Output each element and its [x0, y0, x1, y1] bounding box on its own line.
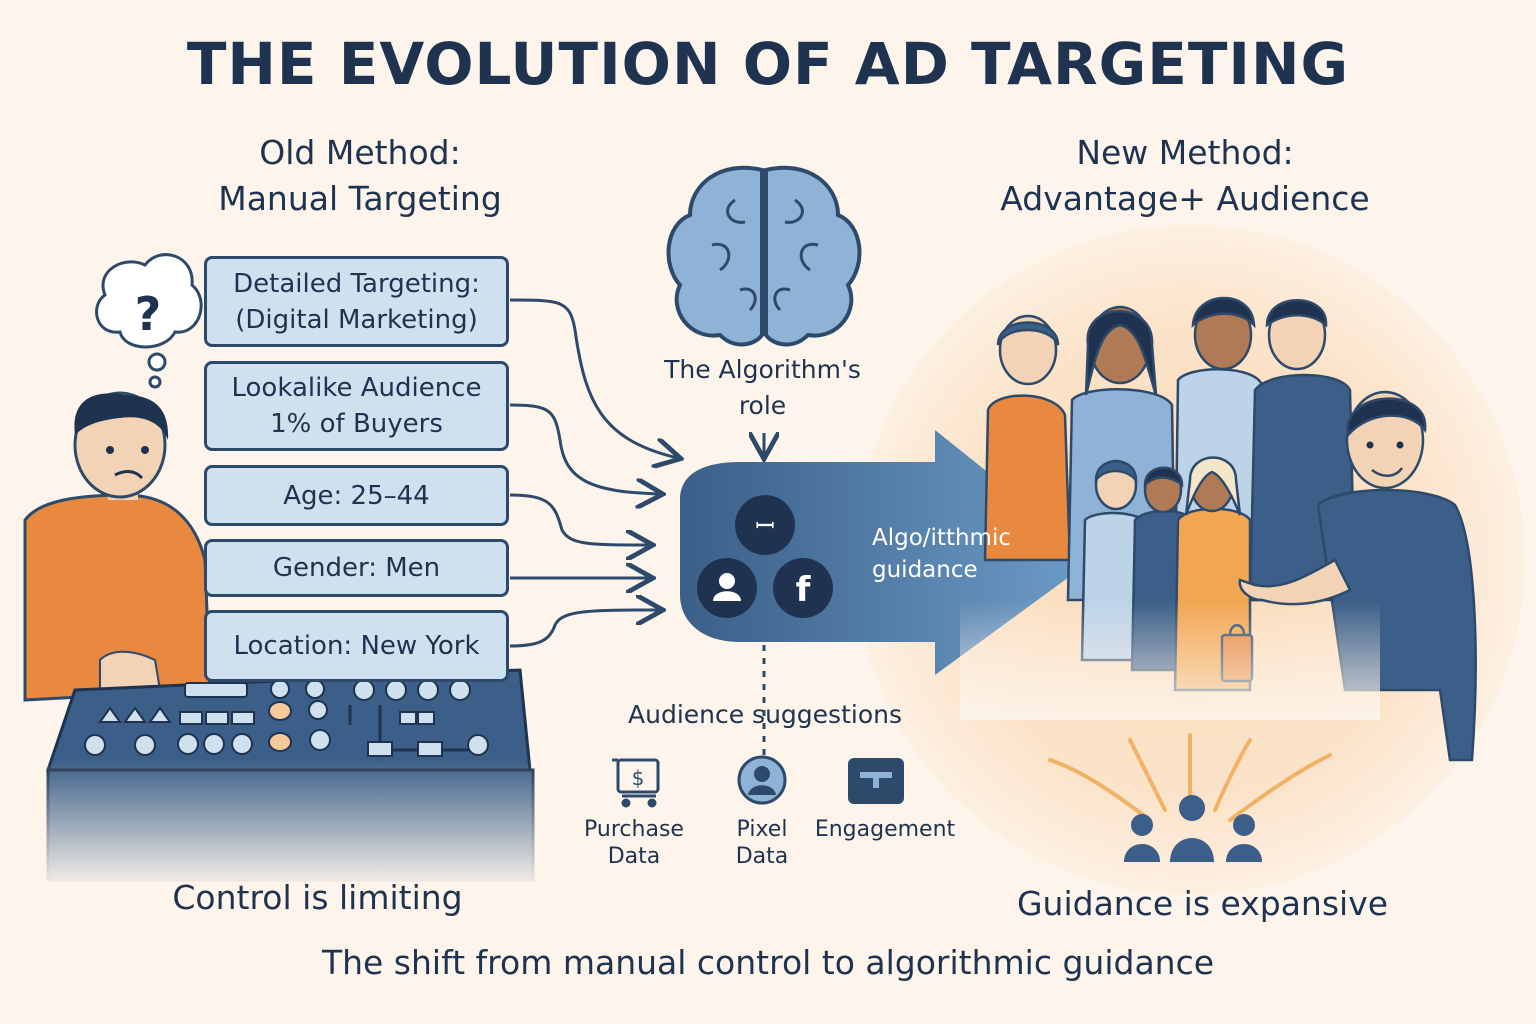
- new-method-line1: New Method:: [1076, 133, 1294, 172]
- group-icon: [1124, 795, 1262, 862]
- data-source-line1: Pixel: [736, 817, 788, 842]
- data-source-engagement: Engagement: [805, 816, 965, 843]
- data-source-purchase: Purchase Data: [574, 816, 694, 870]
- svg-text:f: f: [796, 570, 812, 610]
- targeting-box-line: Age: 25–44: [283, 480, 430, 511]
- brain-icon: [666, 165, 862, 347]
- data-source-line2: Data: [607, 844, 661, 869]
- old-method-line1: Old Method:: [259, 133, 461, 172]
- left-caption: Control is limiting: [172, 878, 463, 917]
- targeting-box-detailed: Detailed Targeting: (Digital Marketing): [204, 256, 509, 347]
- thought-bubble: ?: [95, 253, 203, 389]
- manual-targeting-person: [23, 391, 212, 702]
- cart-dollar-icon: $: [612, 758, 660, 808]
- targeting-box-line: Detailed Targeting:: [233, 268, 480, 299]
- svg-text:$: $: [632, 766, 645, 790]
- old-method-line2: Manual Targeting: [218, 179, 502, 218]
- arrow-guidance-label: Algo/itthmic guidance: [872, 522, 1022, 586]
- algorithm-role-label: The Algorithm's role: [620, 352, 905, 424]
- engagement-icon: [848, 758, 904, 804]
- targeting-box-line: Lookalike Audience: [231, 373, 482, 403]
- svg-text:?: ?: [135, 287, 162, 341]
- old-method-heading: Old Method: Manual Targeting: [160, 130, 560, 222]
- arrow-label-line2: guidance: [872, 557, 978, 583]
- right-caption: Guidance is expansive: [1016, 884, 1389, 923]
- box-connectors: [509, 298, 678, 648]
- targeting-box-line: 1% of Buyers: [270, 409, 443, 439]
- audience-suggestions-label: Audience suggestions: [628, 700, 902, 729]
- data-source-line1: Engagement: [814, 817, 956, 842]
- targeting-box-gender: Gender: Men: [204, 539, 509, 597]
- targeting-box-age: Age: 25–44: [204, 465, 509, 526]
- user-circle-icon: [737, 755, 787, 805]
- targeting-box-line: (Digital Marketing): [235, 304, 478, 335]
- hub-icons: ꟷ f: [697, 495, 833, 618]
- data-source-pixel: Pixel Data: [712, 816, 812, 870]
- targeting-box-lookalike: Lookalike Audience 1% of Buyers: [204, 361, 509, 451]
- page-title: THE EVOLUTION OF AD TARGETING: [186, 30, 1350, 98]
- data-source-line1: Purchase: [584, 817, 684, 842]
- algorithm-role-line2: role: [738, 391, 787, 420]
- light-rays: [1048, 733, 1332, 822]
- svg-text:ꟷ: ꟷ: [755, 512, 775, 540]
- targeting-box-location: Location: New York: [204, 610, 509, 682]
- data-source-line2: Data: [735, 844, 789, 869]
- arrow-label-line1: Algo/itthmic: [872, 525, 1011, 551]
- footer-caption: The shift from manual control to algorit…: [321, 943, 1215, 982]
- targeting-box-line: Location: New York: [233, 631, 480, 661]
- algorithm-role-line1: The Algorithm's: [664, 355, 861, 384]
- new-method-line2: Advantage+ Audience: [1000, 179, 1370, 218]
- new-method-heading: New Method: Advantage+ Audience: [960, 130, 1410, 222]
- targeting-box-line: Gender: Men: [272, 553, 441, 583]
